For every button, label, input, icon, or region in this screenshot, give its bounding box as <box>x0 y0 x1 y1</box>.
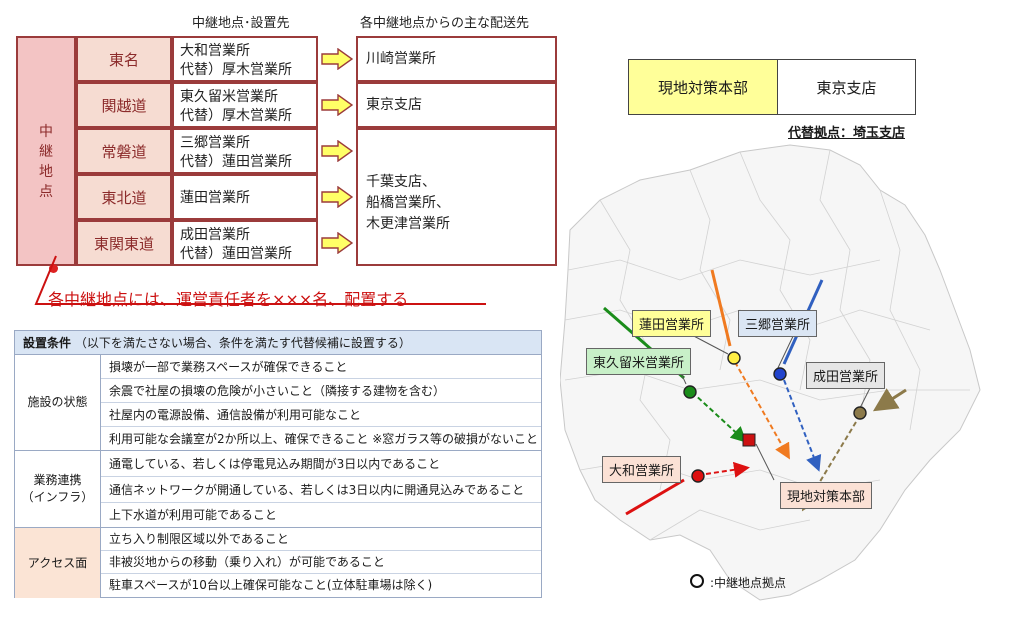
condition-row: 通電している、若しくは停電見込み期間が3日以内であること <box>101 451 541 477</box>
map-label-hasuda: 蓮田営業所 <box>632 310 712 337</box>
kanto-map <box>560 144 981 601</box>
office-joban: 三郷営業所 代替）蓮田営業所 <box>172 128 318 174</box>
arrow-right-icon <box>321 232 353 254</box>
condition-row: 立ち入り制限区域以外であること <box>101 528 541 551</box>
condition-row: 上下水道が利用可能であること <box>101 503 541 528</box>
conditions-title: 設置条件 （以下を満たさない場合、条件を満たす代替候補に設置する） <box>15 331 541 355</box>
map-label-misato: 三郷営業所 <box>738 310 818 337</box>
hq-location: 東京支店 <box>816 78 877 97</box>
condition-row: 社屋内の電源設備、通信設備が利用可能なこと <box>101 403 541 427</box>
hq-box: 現地対策本部 東京支店 <box>628 59 916 115</box>
route-tohoku: 東北道 <box>76 174 172 220</box>
conditions-table: 設置条件 （以下を満たさない場合、条件を満たす代替候補に設置する） 施設の状態 … <box>14 330 542 598</box>
office-tomei: 大和営業所 代替）厚木営業所 <box>172 36 318 82</box>
condition-row: 余震で社屋の損壊の危険が小さいこと（隣接する建物を含む） <box>101 379 541 403</box>
condition-row: 損壊が一部で業務スペースが確保できること <box>101 355 541 379</box>
office-kanetsu: 東久留米営業所 代替）厚木営業所 <box>172 82 318 128</box>
condition-row: 駐車スペースが10台以上確保可能なこと(立体駐車場は除く) <box>109 578 433 592</box>
map-label-higashikurume: 東久留米営業所 <box>586 348 692 375</box>
red-annotation-line <box>34 255 486 305</box>
red-note: 各中継地点には、運営責任者を×××名、配置する <box>48 290 409 309</box>
map-label-hq: 現地対策本部 <box>780 482 873 509</box>
route-higashikanto: 東関東道 <box>76 220 172 266</box>
condition-row: 利用可能な会議室が2か所以上、確保できること ※窓ガラス等の破損がないこと <box>101 427 541 451</box>
office-higashikanto: 成田営業所 代替）蓮田営業所 <box>172 220 318 266</box>
destination-kawasaki: 川崎営業所 <box>356 36 557 82</box>
hq-marker <box>742 433 756 447</box>
header-relay: 中継地点･設置先 <box>192 16 290 31</box>
route-tomei: 東名 <box>76 36 172 82</box>
office-tohoku: 蓮田営業所 <box>172 174 318 220</box>
route-joban: 常磐道 <box>76 128 172 174</box>
relay-points-cell: 中 継 地 点 <box>16 36 76 273</box>
relay-point-narita <box>853 406 867 420</box>
route-kanetsu: 関越道 <box>76 82 172 128</box>
alternate-base: 代替拠点：埼玉支店 <box>788 126 906 141</box>
relay-point-yamato <box>691 469 705 483</box>
arrow-right-icon <box>321 140 353 162</box>
legend-circle-icon <box>690 574 704 588</box>
relay-points-label: 中 継 地 点 <box>39 124 53 200</box>
destination-chiba-group: 千葉支店、 船橋営業所、 木更津営業所 <box>356 128 557 266</box>
category-access: アクセス面 <box>15 528 101 598</box>
arrow-right-icon <box>321 94 353 116</box>
legend-text: :中継地点拠点 <box>710 576 787 590</box>
map-label-yamato: 大和営業所 <box>602 456 682 483</box>
relay-point-hasuda <box>727 351 741 365</box>
arrow-right-icon <box>321 48 353 70</box>
header-destination: 各中継地点からの主な配送先 <box>360 16 530 31</box>
relay-point-misato <box>773 367 787 381</box>
red-pointer-dot <box>49 264 58 273</box>
arrow-right-icon <box>321 186 353 208</box>
condition-row: 非被災地からの移動（乗り入れ）が可能であること <box>101 551 541 574</box>
category-facility: 施設の状態 <box>15 355 101 451</box>
category-infrastructure: 業務連携 （インフラ） <box>15 451 101 528</box>
relay-point-higashikurume <box>683 385 697 399</box>
condition-row: 通信ネットワークが開通している、若しくは3日以内に開通見込みであること <box>101 477 541 503</box>
map-label-narita: 成田営業所 <box>806 362 886 389</box>
hq-label: 現地対策本部 <box>629 60 778 114</box>
destination-tokyo: 東京支店 <box>356 82 557 128</box>
